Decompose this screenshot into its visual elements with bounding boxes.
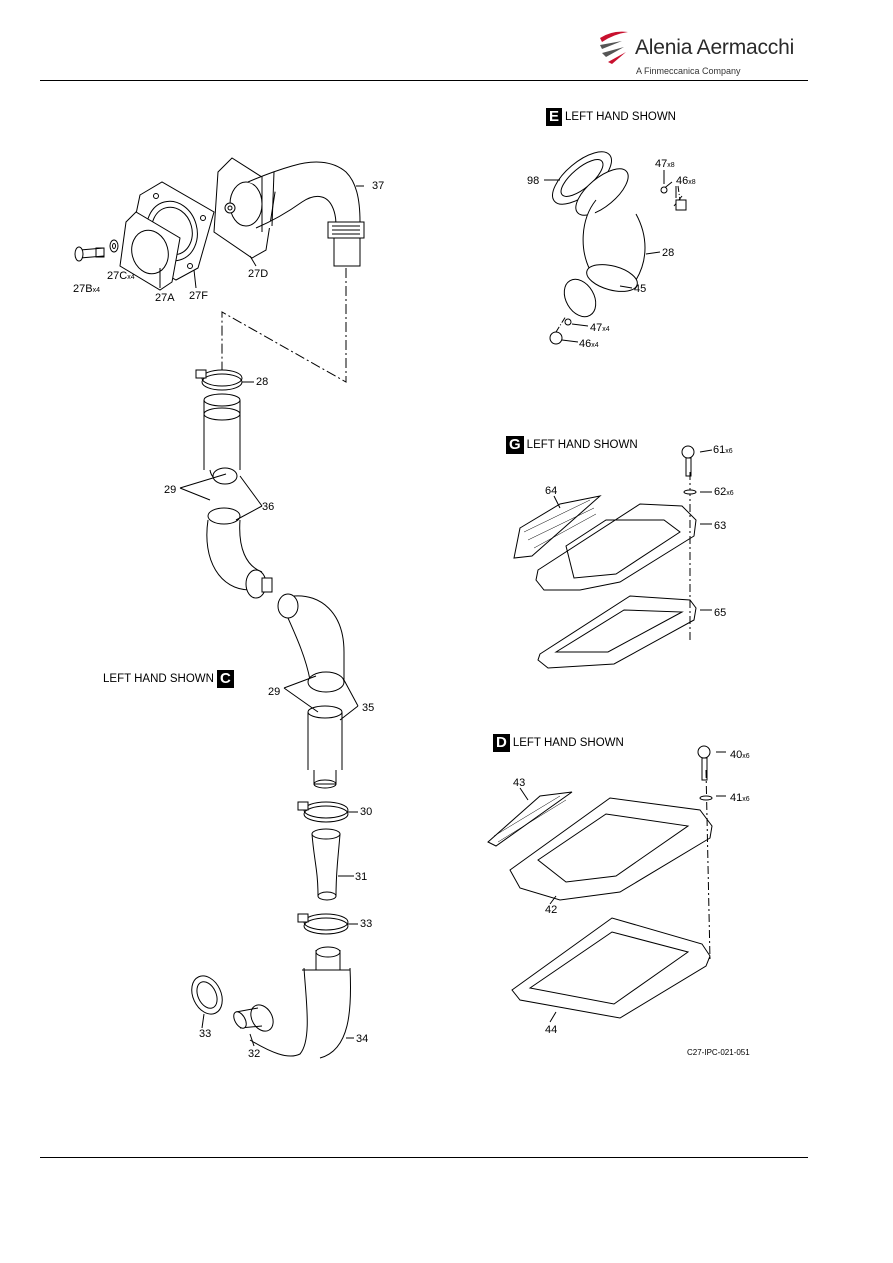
view-c-letter: C <box>216 670 234 688</box>
callout-29-lower: 29 <box>268 686 281 698</box>
callout-27B: 27Bx4 <box>73 283 100 295</box>
callout-31: 31 <box>355 871 368 883</box>
view-g-artwork <box>513 445 713 669</box>
callout-64: 64 <box>545 485 558 497</box>
view-c-label: LEFT HAND SHOWN <box>103 673 214 686</box>
callout-27A: 27A <box>155 292 175 304</box>
callout-34: 34 <box>356 1033 369 1045</box>
view-d-letter: D <box>493 734 510 752</box>
logo-swoosh-icon <box>600 31 628 64</box>
flange-assembly-27 <box>74 157 365 291</box>
footer-rule <box>40 1157 808 1158</box>
callout-42: 42 <box>545 904 558 916</box>
callout-47-x4: 47x4 <box>590 322 610 334</box>
logo-name: Alenia Aermacchi <box>635 36 795 59</box>
callout-47-x8: 47x8 <box>655 158 675 170</box>
callout-35: 35 <box>362 702 375 714</box>
logo-tagline: A Finmeccanica Company <box>636 66 741 76</box>
figure-reference: C27-IPC-021-051 <box>687 1048 750 1057</box>
callout-98: 98 <box>527 175 540 187</box>
view-d-artwork <box>487 745 726 1023</box>
view-e-letter: E <box>546 108 563 126</box>
callout-43: 43 <box>513 777 526 789</box>
callout-65: 65 <box>714 607 727 619</box>
callout-27F: 27F <box>189 290 208 302</box>
callout-27D: 27D <box>248 268 269 280</box>
callout-63: 63 <box>714 520 727 532</box>
view-g-letter: G <box>506 436 524 454</box>
view-e-artwork <box>544 151 687 345</box>
callout-44: 44 <box>545 1024 558 1036</box>
callout-33-lower: 33 <box>199 1028 212 1040</box>
company-logo: Alenia Aermacchi A Finmeccanica Company <box>598 28 798 80</box>
callout-36: 36 <box>262 501 275 513</box>
callout-29-upper: 29 <box>164 484 177 496</box>
callout-46-x8: 46x8 <box>676 175 696 187</box>
callout-32: 32 <box>248 1048 261 1060</box>
callout-37: 37 <box>372 180 385 192</box>
callout-33-upper: 33 <box>360 918 373 930</box>
callout-61: 61x6 <box>713 444 733 456</box>
callout-28-view-e: 28 <box>662 247 675 259</box>
view-g-label: LEFT HAND SHOWN <box>526 439 638 452</box>
header-rule <box>40 80 808 81</box>
leader-lines-left <box>159 185 364 1047</box>
view-e-label: LEFT HAND SHOWN <box>565 111 676 124</box>
callout-27C: 27Cx4 <box>107 270 135 282</box>
callout-45: 45 <box>634 283 647 295</box>
callout-28: 28 <box>256 376 269 388</box>
callout-46-x4: 46x4 <box>579 338 599 350</box>
callout-40: 40x6 <box>730 749 750 761</box>
callout-30: 30 <box>360 806 373 818</box>
callout-62: 62x6 <box>714 486 734 498</box>
duct-stack-left <box>191 369 352 1059</box>
callout-41: 41x6 <box>730 792 750 804</box>
view-d-label: LEFT HAND SHOWN <box>512 737 624 750</box>
